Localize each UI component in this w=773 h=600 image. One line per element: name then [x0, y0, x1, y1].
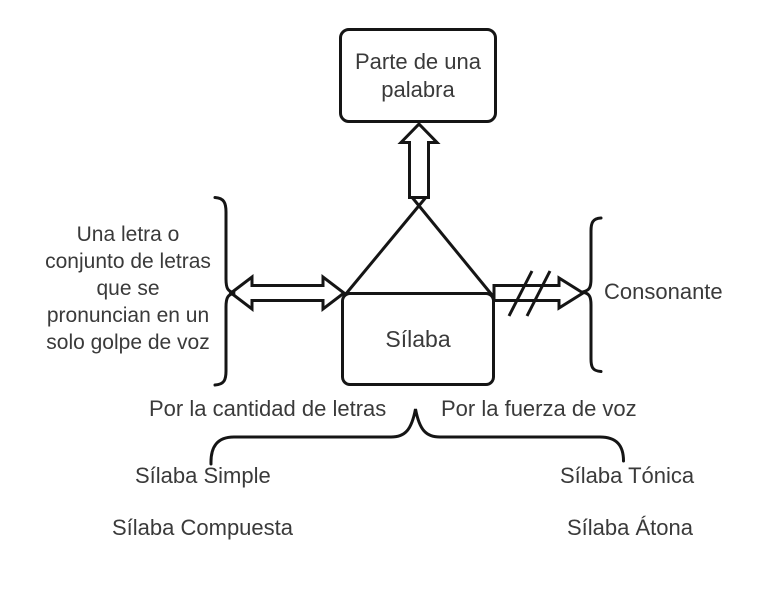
left-branch-title: Por la cantidad de letras [149, 396, 387, 421]
triangle-left-edge [343, 195, 429, 296]
slash-marks [507, 270, 552, 317]
silaba-atona-label: Sílaba Átona [567, 515, 693, 540]
silaba-box: Sílaba [341, 292, 495, 386]
right-curly-brace [582, 216, 603, 373]
silaba-tonica-label: Sílaba Tónica [560, 463, 695, 488]
definition-line: pronuncian en un [46, 304, 210, 327]
bottom-curly-brace [209, 408, 625, 466]
right-branch-title: Por la fuerza de voz [441, 396, 637, 421]
up-arrow-shape [397, 121, 441, 199]
silaba-simple-label: Sílaba Simple [135, 463, 271, 488]
definition-line: conjunto de letras [45, 250, 211, 273]
triangle-right-edge [409, 195, 494, 296]
left-curly-brace [213, 196, 236, 387]
definition-text: Una letra o conjunto de letras que se pr… [28, 221, 228, 356]
definition-line: que se [96, 277, 160, 300]
word-part-box: Parte de una palabra [339, 28, 497, 123]
definition-line: solo golpe de voz [46, 331, 210, 354]
silaba-label: Sílaba [385, 325, 451, 352]
double-headed-arrow-shape [228, 273, 347, 313]
definition-line: Una letra o [76, 223, 180, 246]
silaba-compuesta-label: Sílaba Compuesta [112, 515, 293, 540]
consonante-label: Consonante [604, 279, 723, 304]
word-part-label: Parte de una palabra [355, 48, 481, 102]
